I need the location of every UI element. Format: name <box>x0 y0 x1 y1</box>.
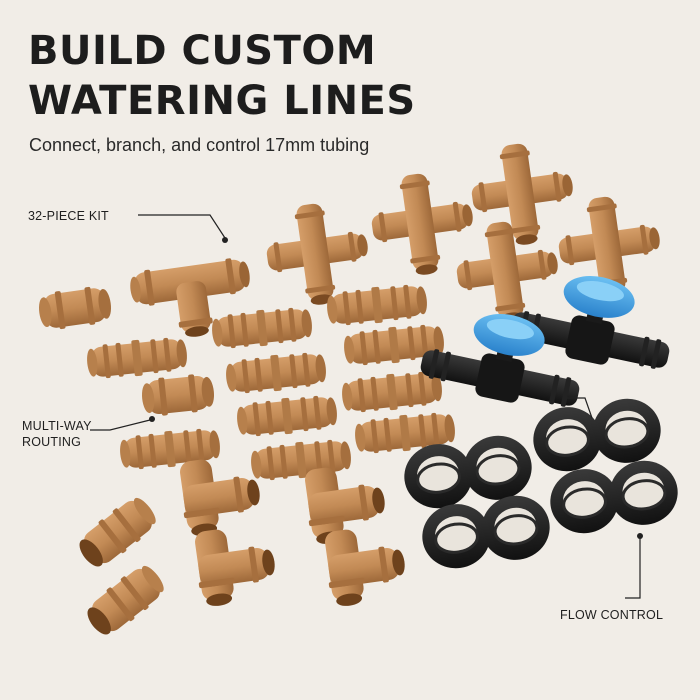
coupler-fitting <box>224 349 328 397</box>
coupler-fitting <box>36 284 114 332</box>
routing-leader-line <box>90 419 151 431</box>
stub-fitting <box>72 491 162 574</box>
headline-line-1: BUILD CUSTOM <box>28 28 377 74</box>
coupler-fitting <box>249 436 353 484</box>
cross-fitting <box>465 137 580 252</box>
coupler-fitting <box>210 304 314 352</box>
headline-line-2: WATERING LINES <box>28 78 416 124</box>
cross-fitting <box>450 215 565 330</box>
flow-leader-dot <box>637 533 643 539</box>
kit-callout-label: 32-PIECE KIT <box>28 209 109 223</box>
coupler-fitting <box>140 372 216 418</box>
routing-leader-dot <box>149 416 155 422</box>
coupler-fitting <box>235 392 339 440</box>
subtitle: Connect, branch, and control 17mm tubing <box>29 135 370 155</box>
headline: BUILD CUSTOM WATERING LINES <box>28 26 416 126</box>
flow-callout-label: FLOW CONTROL <box>560 608 664 622</box>
kit-leader-line <box>138 214 226 239</box>
coupler-fitting <box>85 334 189 382</box>
flow-leader-line <box>625 538 641 599</box>
routing-callout-label: MULTI-WAY ROUTING <box>22 418 92 450</box>
elbow-fitting <box>321 522 410 609</box>
routing-callout-line-1: MULTI-WAY <box>22 419 92 433</box>
stub-fitting <box>80 559 170 642</box>
elbow-fitting <box>191 522 280 609</box>
kit-leader-dot <box>222 237 228 243</box>
valve-leader-line <box>562 397 593 419</box>
coupler-fitting <box>325 281 429 329</box>
routing-callout-line-2: ROUTING <box>22 435 82 449</box>
